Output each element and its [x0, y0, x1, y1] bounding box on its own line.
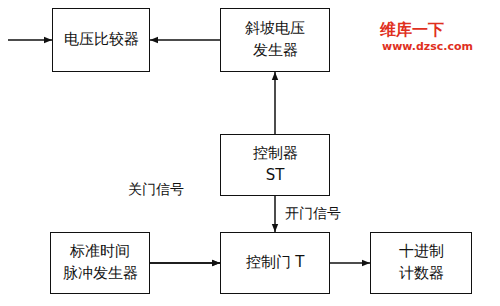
arrow-connector [150, 39, 220, 41]
arrow-connector [150, 262, 220, 264]
box-text: 标准时间 脉冲发生器 [60, 241, 141, 285]
watermark: www.dzsc.com [382, 40, 473, 53]
process-box: 控制器 ST [220, 134, 330, 196]
box-text: 电压比较器 [64, 29, 139, 51]
process-box: 电压比较器 [52, 8, 150, 72]
arrow-connector [274, 72, 276, 134]
arrow-connector [150, 262, 220, 264]
process-box: 十进制 计数器 [370, 232, 472, 294]
arrow-connector [330, 262, 370, 264]
process-box: 控制门 T [220, 232, 330, 294]
signal-label: 开门信号 [283, 205, 343, 222]
box-text: 控制器 ST [248, 143, 302, 187]
arrow-connector [274, 196, 276, 232]
input-wire [8, 39, 52, 41]
box-text: 控制门 T [246, 252, 305, 274]
box-text: 十进制 计数器 [394, 241, 448, 285]
signal-label: 关门信号 [126, 181, 186, 198]
box-text: 斜坡电压 发生器 [241, 18, 309, 62]
process-box: 标准时间 脉冲发生器 [50, 232, 150, 294]
process-box: 斜坡电压 发生器 [220, 8, 330, 72]
watermark: 维库一下 [380, 20, 444, 41]
